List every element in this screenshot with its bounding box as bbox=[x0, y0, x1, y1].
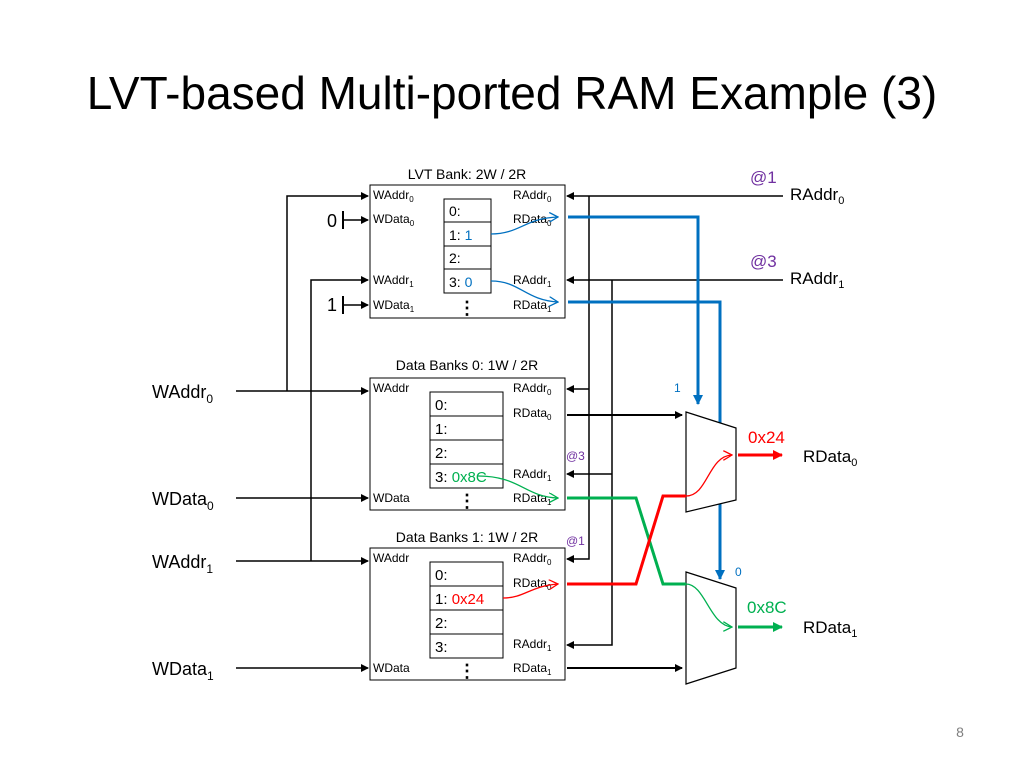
read-address-labels: @1 RAddr0 @3 RAddr1 bbox=[750, 168, 844, 291]
data-bank-1-row-1: 1: 0x24 bbox=[435, 591, 484, 608]
lvt-row-3: 3: 0 bbox=[449, 274, 473, 290]
data-bank-0-port-raddr1: RAddr1 bbox=[513, 467, 552, 483]
data-bank-1-row-2: 2: bbox=[435, 615, 448, 632]
write-input-wires bbox=[236, 192, 369, 672]
data-bank-0: Data Banks 0: 1W / 2R 0: 1: 2: 3: 0x8C ⋮… bbox=[369, 357, 585, 511]
data-bank-0-label: Data Banks 0: 1W / 2R bbox=[396, 357, 538, 373]
data-bank-0-row-1: 1: bbox=[435, 421, 448, 438]
data-bank-1-port-waddr: WAddr bbox=[373, 551, 409, 565]
lvt-port-waddr1: WAddr1 bbox=[373, 273, 414, 289]
rdata0-output-label: RData0 bbox=[803, 447, 857, 469]
write-input-labels: WAddr0 WData0 WAddr1 WData1 bbox=[152, 382, 214, 683]
raddr1-label: RAddr1 bbox=[790, 269, 844, 291]
data-bank-0-row-3: 3: 0x8C bbox=[435, 469, 487, 486]
lvt-port-rdata1: RData1 bbox=[513, 298, 552, 314]
page-number: 8 bbox=[956, 724, 964, 740]
data-bank-0-port-rdata1: RData1 bbox=[513, 491, 552, 507]
output-labels: RData0 RData1 bbox=[803, 447, 857, 640]
data-bank-1-addr-tag: @1 bbox=[566, 534, 585, 548]
rdata1-output-label: RData1 bbox=[803, 618, 857, 640]
waddr0-label: WAddr0 bbox=[152, 382, 213, 406]
lvt-port-wdata0: WData0 bbox=[373, 212, 415, 228]
read-address-wires bbox=[566, 192, 783, 649]
lvt-port-rdata0: RData0 bbox=[513, 212, 552, 228]
wdata1-label: WData1 bbox=[152, 659, 214, 683]
mux-1: 0 0x8C bbox=[685, 565, 787, 685]
mux-0: 1 0x24 bbox=[674, 381, 785, 513]
data-bank-1: Data Banks 1: 1W / 2R 0: 1: 0x24 2: 3: ⋮… bbox=[369, 529, 585, 681]
lvt-ellipsis: ⋮ bbox=[458, 298, 476, 318]
data-bank-0-port-waddr: WAddr bbox=[373, 381, 409, 395]
lvt-const-wdata1: 1 bbox=[327, 295, 337, 315]
lvt-row-1: 1: 1 bbox=[449, 227, 473, 243]
data-bank-1-ellipsis: ⋮ bbox=[458, 661, 476, 681]
lvt-bank-label: LVT Bank: 2W / 2R bbox=[408, 166, 527, 182]
lvt-port-raddr1: RAddr1 bbox=[513, 273, 552, 289]
data-bank-1-row-0: 0: bbox=[435, 567, 448, 584]
wdata0-label: WData0 bbox=[152, 489, 214, 513]
raddr1-tag: @3 bbox=[750, 252, 777, 271]
data-bank-0-row-0: 0: bbox=[435, 397, 448, 414]
data-bank-1-port-raddr0: RAddr0 bbox=[513, 551, 552, 567]
data-bank-0-port-rdata0: RData0 bbox=[513, 406, 552, 422]
mux-0-body bbox=[685, 411, 737, 513]
mux-1-value: 0x8C bbox=[747, 598, 787, 617]
data-bank-0-addr-tag: @3 bbox=[566, 449, 585, 463]
lvt-const-wdata0: 0 bbox=[327, 211, 337, 231]
data-bank-1-row-3: 3: bbox=[435, 639, 448, 656]
mux-1-body bbox=[685, 571, 737, 685]
lvt-port-waddr0: WAddr0 bbox=[373, 188, 414, 204]
lvt-row-0: 0: bbox=[449, 203, 461, 219]
data-bank-0-row-2: 2: bbox=[435, 445, 448, 462]
slide-title: LVT-based Multi-ported RAM Example (3) bbox=[86, 67, 938, 119]
mux-0-value: 0x24 bbox=[748, 428, 785, 447]
data-bank-1-port-rdata1: RData1 bbox=[513, 661, 552, 677]
raddr0-label: RAddr0 bbox=[790, 185, 844, 207]
lvt-bank: LVT Bank: 2W / 2R 0: 1: 1 2: 3: 0 ⋮ WAdd… bbox=[327, 166, 566, 319]
lvt-row-2: 2: bbox=[449, 250, 461, 266]
mux-1-select: 0 bbox=[735, 565, 742, 579]
lvt-port-wdata1: WData1 bbox=[373, 298, 415, 314]
data-bank-1-port-raddr1: RAddr1 bbox=[513, 637, 552, 653]
data-bank-0-port-wdata: WData bbox=[373, 491, 410, 505]
data-bank-0-port-raddr0: RAddr0 bbox=[513, 381, 552, 397]
data-bank-1-label: Data Banks 1: 1W / 2R bbox=[396, 529, 538, 545]
data-bank-0-ellipsis: ⋮ bbox=[458, 491, 476, 511]
waddr1-label: WAddr1 bbox=[152, 552, 213, 576]
raddr0-tag: @1 bbox=[750, 168, 777, 187]
mux-0-select: 1 bbox=[674, 381, 681, 395]
data-bank-1-port-wdata: WData bbox=[373, 661, 410, 675]
red-data-path bbox=[502, 455, 783, 599]
lvt-port-raddr0: RAddr0 bbox=[513, 188, 552, 204]
